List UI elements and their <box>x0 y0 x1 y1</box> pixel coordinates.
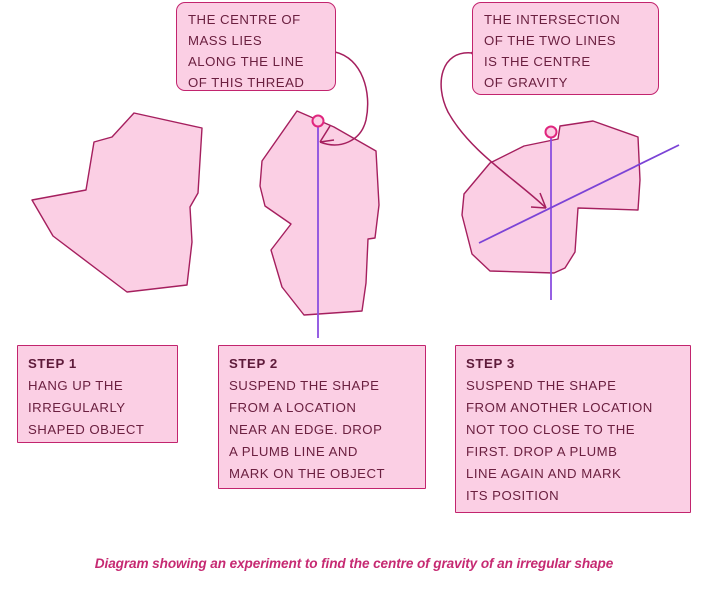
callout-1-line-2: MASS LIES <box>188 33 263 48</box>
step-3-line-6: ITS POSITION <box>466 488 560 503</box>
step-3-line-3: NOT TOO CLOSE TO THE <box>466 422 636 437</box>
thread-arrow-1 <box>319 51 369 146</box>
pivot-point-step-2 <box>311 114 325 128</box>
step-2-line-2: FROM A LOCATION <box>229 400 357 415</box>
step-3-title: STEP 3 <box>466 356 515 371</box>
callout-1-line-1: THE CENTRE OF <box>188 12 301 27</box>
step-2-line-5: MARK ON THE OBJECT <box>229 466 386 481</box>
step-2-line-4: A PLUMB LINE AND <box>229 444 358 459</box>
step-3-line-1: SUSPEND THE SHAPE <box>466 378 617 393</box>
step-1-line-1: HANG UP THE <box>28 378 124 393</box>
irregular-shape-step-2 <box>259 110 380 316</box>
step-1-box: STEP 1 HANG UP THE IRREGULARLY SHAPED OB… <box>17 345 178 443</box>
centre-of-gravity-callout: THE INTERSECTION OF THE TWO LINES IS THE… <box>472 2 659 95</box>
pivot-point-step-3 <box>544 125 558 139</box>
callout-1-line-3: ALONG THE LINE <box>188 54 304 69</box>
plumb-line-step-3-diagonal <box>478 144 680 244</box>
step-1-line-2: IRREGULARLY <box>28 400 126 415</box>
figure-caption: Diagram showing an experiment to find th… <box>94 556 614 571</box>
callout-2-line-4: OF GRAVITY <box>484 75 568 90</box>
step-1-title: STEP 1 <box>28 356 77 371</box>
step-3-box: STEP 3 SUSPEND THE SHAPE FROM ANOTHER LO… <box>455 345 691 513</box>
callout-1-line-4: OF THIS THREAD <box>188 75 305 90</box>
centre-of-mass-callout: THE CENTRE OF MASS LIES ALONG THE LINE O… <box>176 2 336 91</box>
step-2-box: STEP 2 SUSPEND THE SHAPE FROM A LOCATION… <box>218 345 426 489</box>
step-2-title: STEP 2 <box>229 356 278 371</box>
step-2-line-3: NEAR AN EDGE. DROP <box>229 422 383 437</box>
callout-2-line-2: OF THE TWO LINES <box>484 33 617 48</box>
step-3-line-2: FROM ANOTHER LOCATION <box>466 400 653 415</box>
callout-2-line-1: THE INTERSECTION <box>484 12 621 27</box>
step-2-line-1: SUSPEND THE SHAPE <box>229 378 380 393</box>
callout-2-line-3: IS THE CENTRE <box>484 54 591 69</box>
irregular-shape-step-1 <box>31 112 203 293</box>
step-3-line-5: LINE AGAIN AND MARK <box>466 466 622 481</box>
thread-arrow-2-head <box>530 192 547 209</box>
thread-arrow-2 <box>440 52 547 209</box>
step-1-line-3: SHAPED OBJECT <box>28 422 145 437</box>
step-3-line-4: FIRST. DROP A PLUMB <box>466 444 618 459</box>
thread-arrow-1-head <box>319 125 335 143</box>
